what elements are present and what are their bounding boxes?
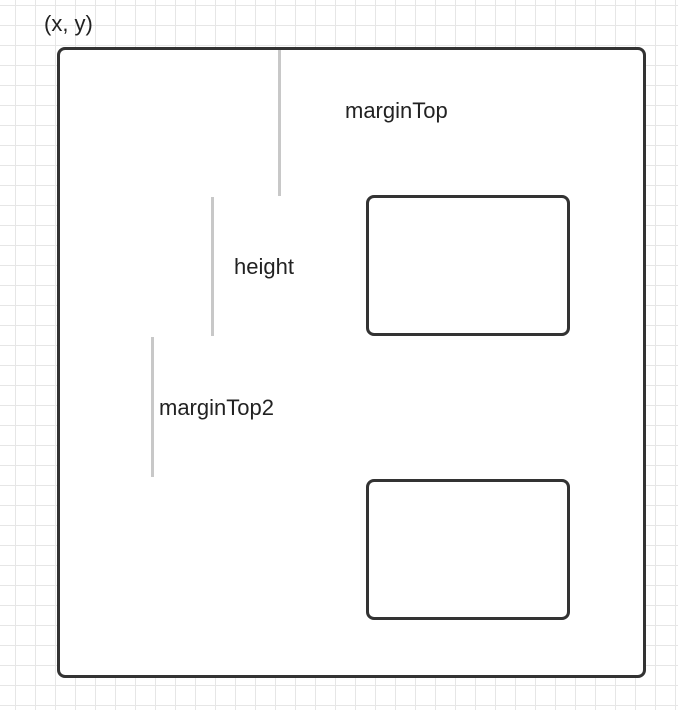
margin-top-label: marginTop — [345, 98, 448, 123]
margin-top-measure-line — [278, 50, 281, 196]
inner-box-1 — [366, 195, 570, 336]
origin-label: (x, y) — [44, 11, 93, 36]
margin-top2-label: marginTop2 — [159, 395, 274, 420]
height-measure-line — [211, 197, 214, 336]
height-label: height — [234, 254, 294, 279]
inner-box-2 — [366, 479, 570, 620]
margin-top2-measure-line — [151, 337, 154, 477]
